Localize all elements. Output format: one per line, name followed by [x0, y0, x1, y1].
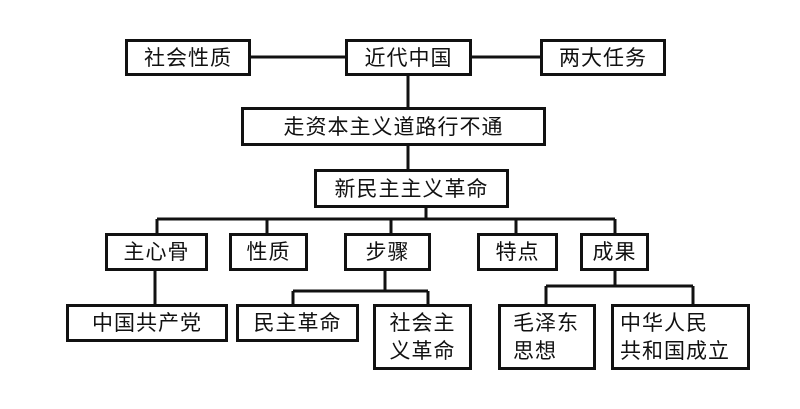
node-features: 特点	[477, 233, 558, 271]
node-results: 成果	[580, 233, 649, 271]
node-core-leader: 主心骨	[105, 233, 208, 271]
node-steps: 步骤	[344, 233, 431, 271]
node-mao-thought: 毛泽东 思想	[498, 304, 596, 370]
node-nature: 性质	[229, 233, 308, 271]
node-democratic-revolution: 民主革命	[236, 304, 359, 342]
node-capitalist-road-failed: 走资本主义道路行不通	[241, 107, 546, 146]
node-prc-founded: 中华人民 共和国成立	[611, 304, 750, 370]
node-modern-china: 近代中国	[345, 39, 472, 76]
node-social-nature: 社会性质	[125, 39, 251, 76]
node-new-democratic-revolution: 新民主主义革命	[314, 169, 509, 208]
node-cpc: 中国共产党	[66, 304, 228, 342]
node-socialist-revolution: 社会主 义革命	[373, 304, 472, 370]
node-two-tasks: 两大任务	[540, 39, 666, 76]
